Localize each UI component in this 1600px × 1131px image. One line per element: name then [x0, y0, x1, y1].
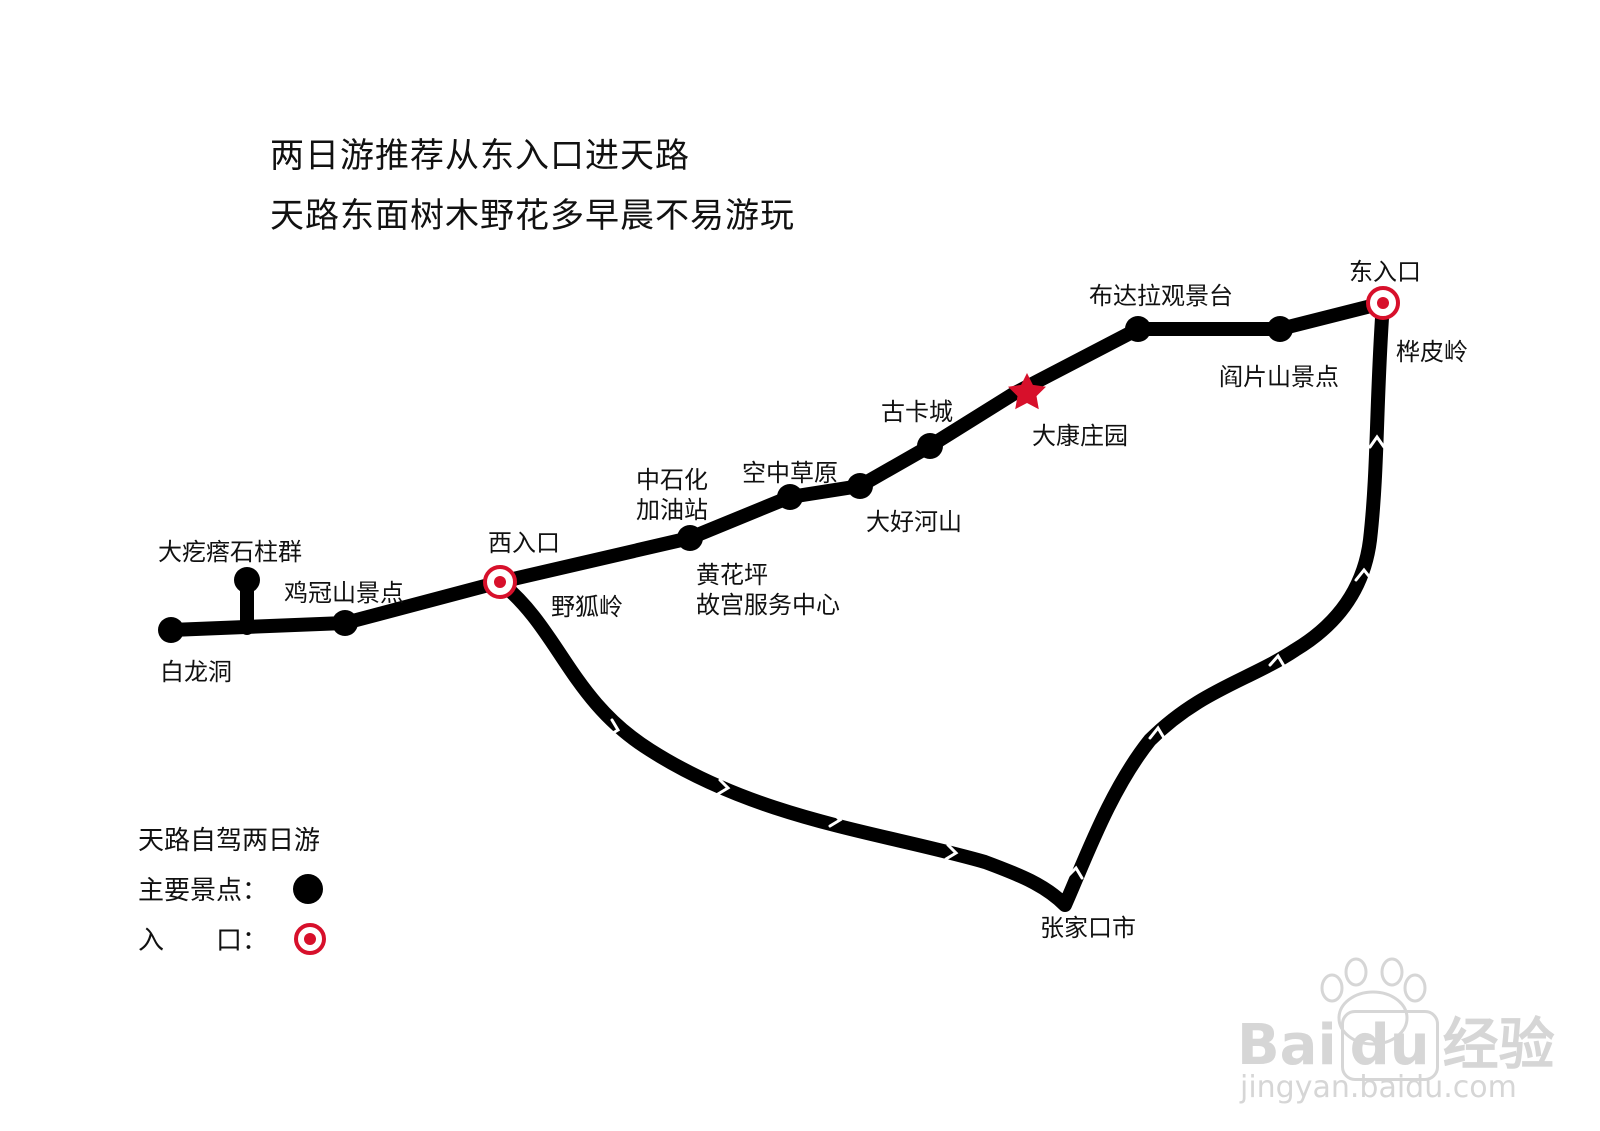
- label-huanghuaping-line2: 故宫服务中心: [696, 591, 840, 619]
- spot-dot-icon: [847, 473, 873, 499]
- entrance-marker-icon: [483, 565, 517, 599]
- label-yanpianshan: 阎片山景点: [1219, 363, 1339, 391]
- spot-dot-icon: [332, 610, 358, 636]
- spot-dot-icon: [158, 617, 184, 643]
- label-kongzhongcaoyuan: 空中草原: [742, 459, 838, 487]
- spots: [158, 316, 1293, 643]
- direction-arrow-icon: [1066, 865, 1084, 880]
- title-line-1: 两日游推荐从东入口进天路: [270, 136, 690, 176]
- label-dagedashizhuqun: 大疙瘩石柱群: [158, 538, 302, 566]
- star-icon: [1008, 373, 1046, 410]
- entrance-marker-icon: [1366, 286, 1400, 320]
- label-gukacheng: 古卡城: [881, 398, 953, 426]
- entrance-marker-icon: [294, 923, 326, 955]
- watermark-url: jingyan.baidu.com: [1240, 1070, 1517, 1105]
- direction-arrow-icon: [944, 843, 959, 861]
- label-bailongdong: 白龙洞: [160, 658, 232, 686]
- label-huapiling: 桦皮岭: [1396, 338, 1468, 366]
- label-budala: 布达拉观景台: [1089, 282, 1233, 310]
- paw-logo-icon: [1320, 957, 1427, 1046]
- loop-road: [493, 296, 1390, 912]
- label-dakangzhuangyuan: 大康庄园: [1032, 422, 1128, 450]
- legend-main-spot: 主要景点：: [138, 876, 269, 906]
- title-line-2: 天路东面树木野花多早晨不易游玩: [270, 196, 795, 236]
- legend-title: 天路自驾两日游: [138, 826, 321, 856]
- label-xi-entrance: 西入口: [488, 529, 560, 557]
- label-jiguanshan: 鸡冠山景点: [284, 579, 404, 607]
- watermark-brand-du: du: [1340, 1010, 1439, 1081]
- spot-dot-icon: [1267, 316, 1293, 342]
- watermark-brand-cn: 经验: [1442, 1013, 1555, 1078]
- label-huanghuaping-line1: 黄花坪: [696, 561, 768, 589]
- direction-arrow-icon: [1148, 725, 1166, 740]
- spot-dot-icon: [677, 525, 703, 551]
- direction-arrow-icon: [828, 810, 843, 828]
- label-yehuling: 野狐岭: [551, 593, 623, 621]
- direction-arrow-icon: [606, 718, 621, 738]
- label-zhangjiakou: 张家口市: [1040, 914, 1136, 942]
- label-zhongshihua-line2: 加油站: [636, 496, 708, 524]
- spot-dot-icon: [234, 567, 260, 593]
- spot-dot-icon: [293, 874, 323, 904]
- watermark-brand-text: Bai: [1237, 1013, 1337, 1078]
- direction-arrow-icon: [1354, 567, 1374, 582]
- direction-arrow-icon: [1268, 653, 1286, 668]
- direction-arrow-icon: [1368, 434, 1386, 449]
- label-dong-entrance: 东入口: [1349, 258, 1421, 286]
- label-huanghuaping: 黄花坪 故宫服务中心: [696, 560, 840, 620]
- label-dahaoheshan: 大好河山: [866, 508, 962, 536]
- spot-dot-icon: [1125, 316, 1151, 342]
- legend-entrance: 入 口：: [138, 926, 269, 956]
- direction-arrows: [606, 434, 1386, 880]
- label-zhongshihua: 中石化 加油站: [636, 465, 708, 525]
- label-zhongshihua-line1: 中石化: [636, 466, 708, 494]
- spot-dot-icon: [777, 484, 803, 510]
- direction-arrow-icon: [716, 778, 731, 796]
- spot-dot-icon: [917, 433, 943, 459]
